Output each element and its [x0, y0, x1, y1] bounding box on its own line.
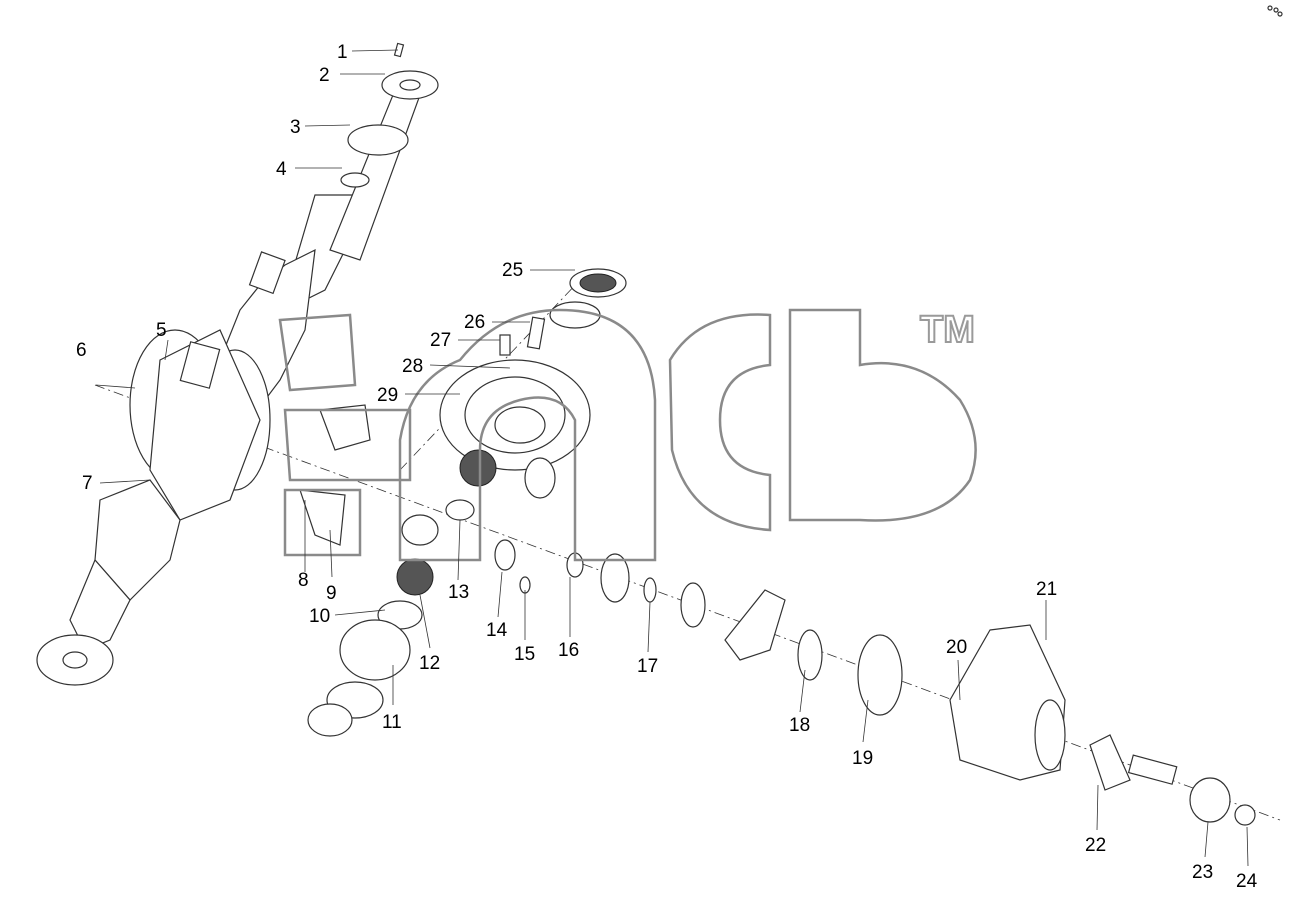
callout-10: 10 [309, 606, 330, 627]
callout-7: 7 [82, 473, 93, 494]
callout-28: 28 [402, 356, 423, 377]
carrier-group [439, 268, 627, 471]
axle-housing [36, 194, 356, 686]
callout-4: 4 [276, 159, 287, 180]
callout-6: 6 [76, 340, 87, 361]
callout-labels: 1 2 3 4 5 6 7 8 9 10 11 12 13 14 15 16 1… [76, 42, 1258, 892]
differential-gears [299, 404, 556, 737]
callout-3: 3 [290, 117, 301, 138]
callout-23: 23 [1192, 862, 1213, 883]
callout-22: 22 [1085, 835, 1106, 856]
leader-lines [95, 49, 1249, 867]
callout-12: 12 [419, 653, 440, 674]
callout-26: 26 [464, 312, 485, 333]
callout-19: 19 [852, 748, 873, 769]
callout-27: 27 [430, 330, 451, 351]
half-shaft [329, 42, 439, 261]
callout-14: 14 [486, 620, 508, 641]
corner-mark-icon [1267, 5, 1283, 17]
callout-21: 21 [1036, 579, 1057, 600]
callout-17: 17 [637, 656, 658, 677]
callout-8: 8 [298, 570, 309, 591]
callout-1: 1 [337, 42, 348, 63]
main-reducer-housing [949, 624, 1256, 826]
watermark-logo: TM [278, 308, 977, 562]
callout-24: 24 [1236, 871, 1258, 892]
callout-29: 29 [377, 385, 398, 406]
callout-15: 15 [514, 644, 535, 665]
callout-20: 20 [946, 637, 967, 658]
callout-25: 25 [502, 260, 523, 281]
callout-11: 11 [382, 712, 402, 733]
bearings [566, 552, 903, 716]
callout-5: 5 [156, 320, 167, 341]
carrier-axis [399, 279, 581, 471]
callout-9: 9 [326, 583, 337, 604]
callout-2: 2 [319, 65, 330, 86]
trademark-mark: TM [920, 309, 975, 351]
callout-16: 16 [558, 640, 579, 661]
callout-13: 13 [448, 582, 469, 603]
callout-18: 18 [789, 715, 810, 736]
